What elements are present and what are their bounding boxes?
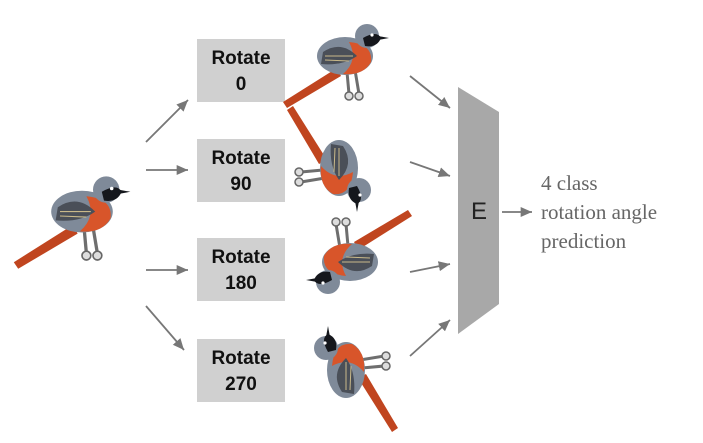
arrow-icon [409, 261, 451, 273]
input-bird-image [12, 174, 133, 271]
rotate-box-0: Rotate 0 [197, 39, 285, 102]
rotate-label: Rotate [211, 348, 270, 369]
output-line-1: 4 class [541, 171, 598, 195]
arrow-icon [409, 161, 451, 178]
output-description: 4 class rotation angle prediction [541, 171, 657, 253]
rotate-angle: 0 [236, 74, 247, 95]
encoder-label: E [471, 198, 487, 225]
bird-rotated-0-image [281, 22, 391, 110]
output-line-3: prediction [541, 229, 627, 253]
rotate-angle: 270 [225, 374, 257, 395]
rotate-box-90: Rotate 90 [197, 139, 285, 202]
arrow-icon [409, 75, 451, 109]
arrow-icon [409, 319, 451, 357]
arrow-icon [145, 305, 185, 351]
rotate-box-180: Rotate 180 [197, 238, 285, 301]
rotate-label: Rotate [211, 148, 270, 169]
output-line-2: rotation angle [541, 200, 657, 224]
rotate-label: Rotate [211, 247, 270, 268]
encoder-block: E [458, 87, 499, 334]
bird-rotated-270-image [312, 324, 400, 434]
bird-rotated-180-image [304, 208, 414, 296]
rotate-box-270: Rotate 270 [197, 339, 285, 402]
rotate-angle: 180 [225, 273, 257, 294]
arrow-icon [145, 99, 189, 143]
rotate-label: Rotate [211, 48, 270, 69]
bird-rotated-90-image [285, 104, 373, 214]
rotate-angle: 90 [230, 174, 251, 195]
